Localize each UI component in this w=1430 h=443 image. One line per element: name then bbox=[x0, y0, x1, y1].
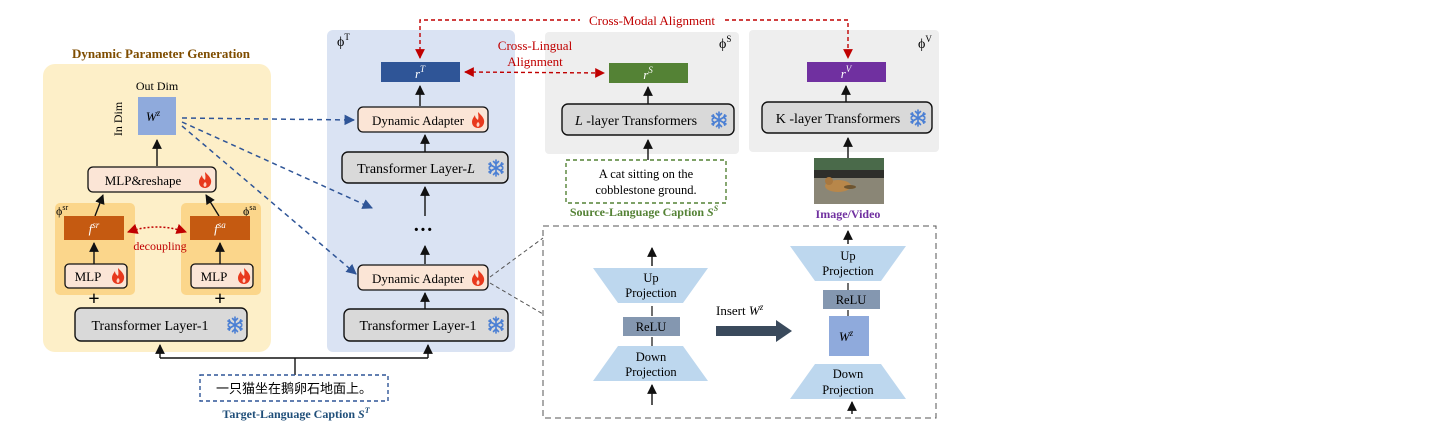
out-dim-label: Out Dim bbox=[136, 79, 179, 93]
k-layer-transformers-label: K -layer Transformers bbox=[776, 112, 900, 127]
r-v-label: rV bbox=[841, 64, 853, 81]
insert-arrow bbox=[716, 320, 792, 342]
r-t-box bbox=[381, 62, 460, 82]
decoupling-arrow bbox=[127, 223, 187, 234]
phi-t-label: ϕT bbox=[337, 32, 350, 50]
target-caption-label: Target-Language Caption ST bbox=[222, 406, 370, 421]
arrow-fsr-to-mlp bbox=[94, 194, 105, 217]
relu-right-label: ReLU bbox=[836, 293, 867, 307]
down-projection-right-label-2: Projection bbox=[822, 383, 874, 397]
zoom-line-top bbox=[489, 237, 544, 278]
down-projection-right bbox=[790, 364, 906, 399]
source-caption-label: Source-Language Caption SS bbox=[570, 204, 719, 219]
target-caption-box bbox=[199, 374, 389, 402]
in-dim-label: In Dim bbox=[111, 101, 125, 136]
dynamic-adapter-top-box bbox=[357, 106, 489, 133]
weight-to-middle-arrow bbox=[181, 121, 373, 209]
f-sr-label: fsr bbox=[89, 220, 100, 236]
up-projection-right-label-2: Projection bbox=[822, 264, 874, 278]
mlp-right-box bbox=[190, 263, 254, 289]
target-caption-text: 一只猫坐在鹅卵石地面上。 bbox=[216, 381, 372, 397]
cross-lingual-label-2: Alignment bbox=[507, 54, 563, 69]
cat-image bbox=[814, 158, 884, 204]
up-projection-left-label-2: Projection bbox=[625, 286, 677, 300]
adapter-detail-panel bbox=[542, 225, 937, 419]
phi-v-label: ϕV bbox=[918, 34, 932, 52]
relu-left-box bbox=[623, 317, 680, 336]
transformer-layer-1-mid-box bbox=[343, 308, 509, 342]
r-s-box bbox=[609, 63, 688, 83]
source-caption-line-2: cobblestone ground. bbox=[595, 183, 696, 197]
down-projection-left-label-1: Down bbox=[636, 350, 667, 364]
up-projection-left bbox=[593, 268, 708, 303]
transformer-layer-l-box bbox=[341, 151, 509, 184]
down-projection-right-label-1: Down bbox=[833, 367, 864, 381]
transformer-layer-1-left-box bbox=[74, 307, 248, 342]
down-projection-left bbox=[593, 346, 708, 381]
f-sa-box bbox=[190, 216, 250, 240]
weight-to-adapter-top-arrow bbox=[181, 114, 356, 126]
phi-s-label: ϕS bbox=[719, 34, 731, 52]
f-sr-box bbox=[64, 216, 124, 240]
l-layer-transformers-box bbox=[561, 103, 735, 136]
layer-ellipsis: ··· bbox=[413, 219, 433, 241]
plus-left: + bbox=[88, 288, 99, 310]
cross-lingual-label-1: Cross-Lingual bbox=[498, 38, 573, 53]
down-projection-left-label-2: Projection bbox=[625, 365, 677, 379]
up-projection-right-label-1: Up bbox=[840, 249, 855, 263]
l-layer-transformers-label: L -layer Transformers bbox=[574, 114, 697, 129]
decoupling-label: decoupling bbox=[133, 239, 186, 253]
insert-label: Insert Wz bbox=[716, 302, 764, 318]
mlp-left-label: MLP bbox=[75, 269, 102, 284]
f-sa-label: fsa bbox=[214, 220, 226, 236]
transformer-layer-1-left-label: Transformer Layer-1 bbox=[92, 319, 209, 334]
up-projection-left-label-1: Up bbox=[643, 271, 658, 285]
zoom-line-bottom bbox=[489, 282, 544, 315]
cross-modal-label-bg bbox=[580, 12, 724, 28]
up-projection-right bbox=[790, 246, 906, 281]
mlp-reshape-box bbox=[87, 166, 217, 193]
inserted-weight-label: Wz bbox=[839, 328, 854, 344]
relu-right-box bbox=[823, 290, 880, 309]
image-video-label: Image/Video bbox=[816, 207, 881, 221]
transformer-layer-l-label: Transformer Layer-L bbox=[357, 162, 475, 177]
dynamic-adapter-bottom-label: Dynamic Adapter bbox=[372, 271, 465, 286]
dynamic-adapter-top-label: Dynamic Adapter bbox=[372, 113, 465, 128]
cross-modal-label: Cross-Modal Alignment bbox=[589, 13, 715, 28]
mlp-left-box bbox=[64, 263, 128, 289]
inserted-weight-box bbox=[829, 316, 869, 356]
dpg-title: Dynamic Parameter Generation bbox=[72, 46, 251, 61]
weight-matrix-label: Wz bbox=[146, 108, 161, 124]
mlp-reshape-label: MLP&reshape bbox=[105, 173, 182, 188]
phi-sa-label: ϕsa bbox=[243, 203, 256, 218]
arrow-fsa-to-mlp bbox=[205, 194, 220, 217]
source-caption-line-1: A cat sitting on the bbox=[599, 167, 694, 181]
r-v-box bbox=[807, 62, 886, 82]
source-caption-box bbox=[565, 159, 727, 204]
dynamic-adapter-bottom-box bbox=[357, 264, 489, 291]
phi-sr-label: ϕsr bbox=[56, 203, 68, 218]
mlp-right-label: MLP bbox=[201, 269, 228, 284]
transformer-layer-1-mid-label: Transformer Layer-1 bbox=[360, 319, 477, 334]
r-s-label: rS bbox=[643, 65, 653, 82]
plus-right: + bbox=[214, 288, 225, 310]
r-t-label: rT bbox=[415, 64, 426, 81]
cross-lingual-arrow bbox=[464, 67, 605, 78]
weight-to-adapter-bottom-arrow bbox=[181, 125, 357, 275]
weight-matrix-box bbox=[138, 97, 176, 135]
relu-left-label: ReLU bbox=[636, 320, 667, 334]
k-layer-transformers-box bbox=[761, 101, 933, 134]
